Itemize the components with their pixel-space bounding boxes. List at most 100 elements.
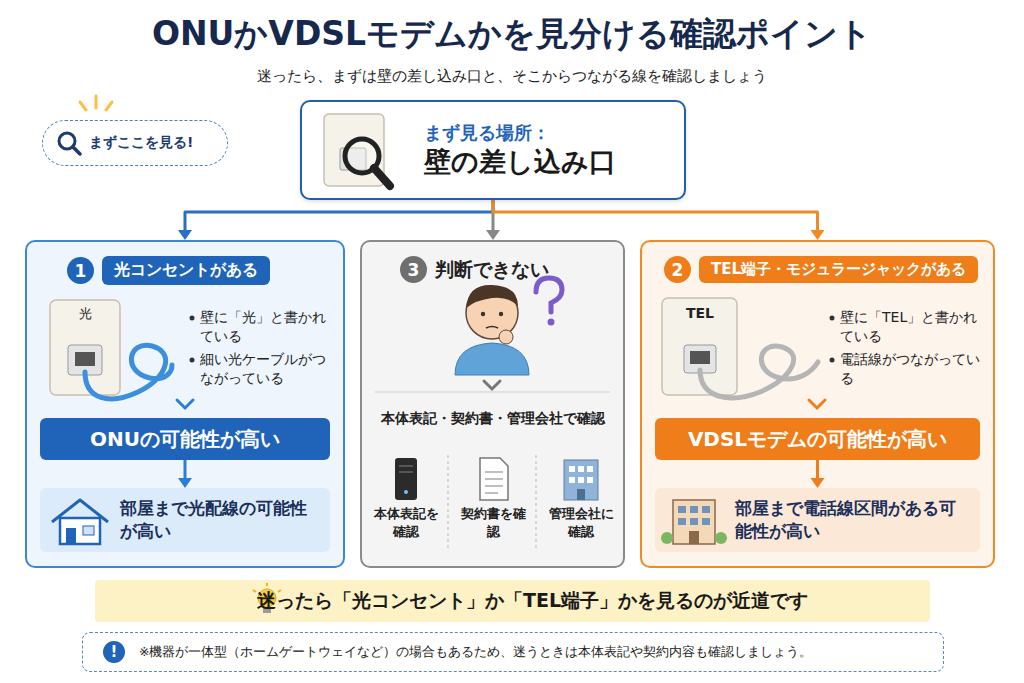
stroke-line [485, 492, 498, 494]
stroke-line [73, 147, 80, 154]
stroke-line [80, 102, 86, 110]
stroke-line [536, 455, 537, 548]
stroke-path [52, 500, 108, 522]
result-band: VDSLモデムの可能性が高い [655, 418, 980, 460]
text-label: 管理会社に確認 [545, 505, 617, 540]
shape-rect [577, 489, 585, 500]
shape-rect [690, 506, 698, 513]
check-text-box: 本体表記・契約書・管理会社で確認 [372, 395, 613, 443]
shape-rect [395, 458, 417, 500]
shape-circle [190, 316, 195, 321]
node-text: 判断できない [435, 257, 549, 283]
stroke-line [95, 96, 98, 108]
outlet-magnifier-icon [302, 102, 412, 198]
node-text: 迷ったら「光コンセント」か「TEL端子」かを見るのが近道です [257, 588, 808, 614]
panel-fills [26, 241, 994, 567]
shape-circle [661, 532, 673, 544]
shape-rect [702, 518, 710, 525]
stroke-line [485, 485, 503, 487]
stroke-path [484, 381, 500, 389]
shape-rect [564, 460, 598, 500]
shape-rect [678, 518, 686, 525]
step-number: 1 [67, 257, 94, 284]
arrow-head [811, 478, 825, 488]
text-label: TEL [680, 304, 720, 323]
stroke-line [448, 455, 449, 548]
badge-box: まずここを見る! [42, 120, 228, 166]
arrow-head [178, 478, 192, 488]
shape-rect [690, 351, 710, 364]
branch-panel: 2 TEL端子・モジュラージャックがある VDSLモデムの可能性が高い 部屋まで電話… [640, 240, 995, 568]
note-box: !※機器が一体型（ホームゲートウェイなど）の場合もあるため、迷うときは本体表記や… [82, 632, 944, 672]
text-label: 壁に「TEL」と書かれている [840, 308, 985, 346]
shape-rect [673, 500, 715, 544]
stroke-line [253, 590, 256, 592]
shape-circle [548, 319, 555, 326]
shape-rect [578, 477, 584, 483]
sparkle [80, 96, 112, 110]
thinking-person [375, 278, 610, 392]
node-text: 壁の差し込み口 [424, 144, 684, 179]
stroke-path [486, 327, 498, 329]
stroke-line [374, 168, 390, 186]
tip-band: 迷ったら「光コンセント」か「TEL端子」かを見るのが近道です [95, 580, 930, 622]
optical-outlet [50, 300, 195, 408]
node-text: VDSLモデムの可能性が高い [688, 426, 947, 453]
text-label: 細い光ケーブルがつながっている [200, 350, 335, 388]
stroke-path [177, 400, 193, 408]
result-box: 部屋まで光配線の可能性が高い [40, 488, 330, 552]
stroke-line [485, 471, 503, 473]
node-text: ※機器が一体型（ホームゲートウェイなど）の場合もあるため、迷うときは本体表記や契… [139, 644, 812, 661]
shape-rect [578, 466, 584, 472]
step-number: 2 [664, 256, 691, 283]
shape-circle [715, 532, 727, 544]
connector [493, 200, 825, 240]
shape-circle [481, 312, 485, 316]
branch-panel: 1 光コンセントがある ONUの可能性が高い 部屋まで光配線の可能性が高い [25, 240, 345, 568]
shape-circle [190, 358, 195, 363]
result-box: 部屋まで電話線区間がある可能性が高い [655, 488, 980, 552]
node-text: 本体表記・契約書・管理会社で確認 [381, 409, 605, 428]
step-number: 3 [400, 256, 427, 283]
magnifier-icon [43, 121, 89, 164]
text-label: 本体表記を確認 [370, 505, 442, 540]
shape-rect [83, 526, 94, 535]
node-text: TEL端子・モジュラージャックがある [699, 256, 978, 283]
shape-rect [587, 466, 593, 472]
node-text: 光コンセントがある [102, 256, 270, 285]
stroke-line [266, 583, 268, 586]
start-box: まず見る場所：壁の差し込み口 [300, 100, 686, 200]
node-text: 部屋まで電話線区間がある可能性が高い [735, 497, 972, 543]
stroke-path [455, 343, 529, 375]
node-text: ONUの可能性が高い [90, 426, 280, 453]
shape-rect [587, 477, 593, 483]
panel-header: 2 TEL端子・モジュラージャックがある [664, 256, 978, 283]
shape-rect [678, 506, 686, 513]
shape-rect [702, 506, 710, 513]
shape-circle [499, 330, 513, 344]
shape-rect [60, 518, 100, 544]
stroke-path [466, 285, 518, 308]
stroke-line [485, 478, 503, 480]
shape-rect [689, 531, 699, 544]
text-label: 光 [70, 305, 100, 323]
shape-circle [404, 490, 408, 494]
text-label: 壁に「光」と書かれている [200, 308, 335, 346]
shape-rect [66, 528, 76, 544]
arrow-head [811, 230, 825, 240]
connector-line [493, 200, 818, 230]
node-text: まずここを見る! [89, 134, 193, 152]
node-text: まず見る場所： [424, 121, 684, 144]
text-label: 契約書を確認 [457, 505, 529, 540]
result-band: ONUの可能性が高い [40, 418, 330, 460]
shape-rect [75, 352, 95, 366]
stroke-path [480, 458, 508, 500]
shape-rect [641, 241, 994, 567]
node-text: 部屋まで光配線の可能性が高い [120, 497, 322, 543]
shape-rect [361, 241, 624, 567]
text-label: 電話線がつながっている [840, 350, 985, 388]
stroke-line [375, 392, 610, 393]
connector [178, 460, 192, 488]
stroke-path [700, 346, 818, 398]
stroke-line [106, 102, 112, 110]
